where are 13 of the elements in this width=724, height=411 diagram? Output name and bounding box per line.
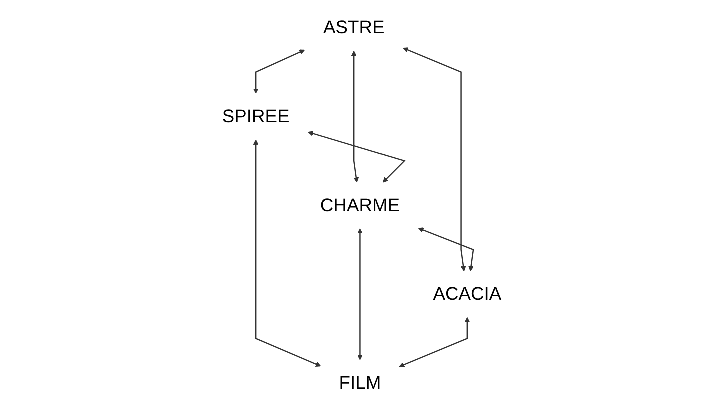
arrow xyxy=(351,50,360,183)
arrow xyxy=(308,131,406,183)
node-text: SPIREE xyxy=(222,106,290,127)
arrow xyxy=(399,317,470,368)
node-text: FILM xyxy=(339,373,382,394)
node-text: ASTRE xyxy=(323,18,385,38)
node-text: ACACIA xyxy=(433,284,502,304)
arrow xyxy=(253,50,306,94)
node-text: CHARME xyxy=(320,195,400,216)
arrow xyxy=(358,228,363,360)
arrow xyxy=(418,228,474,272)
arrow xyxy=(403,48,466,272)
arrow xyxy=(253,140,322,367)
